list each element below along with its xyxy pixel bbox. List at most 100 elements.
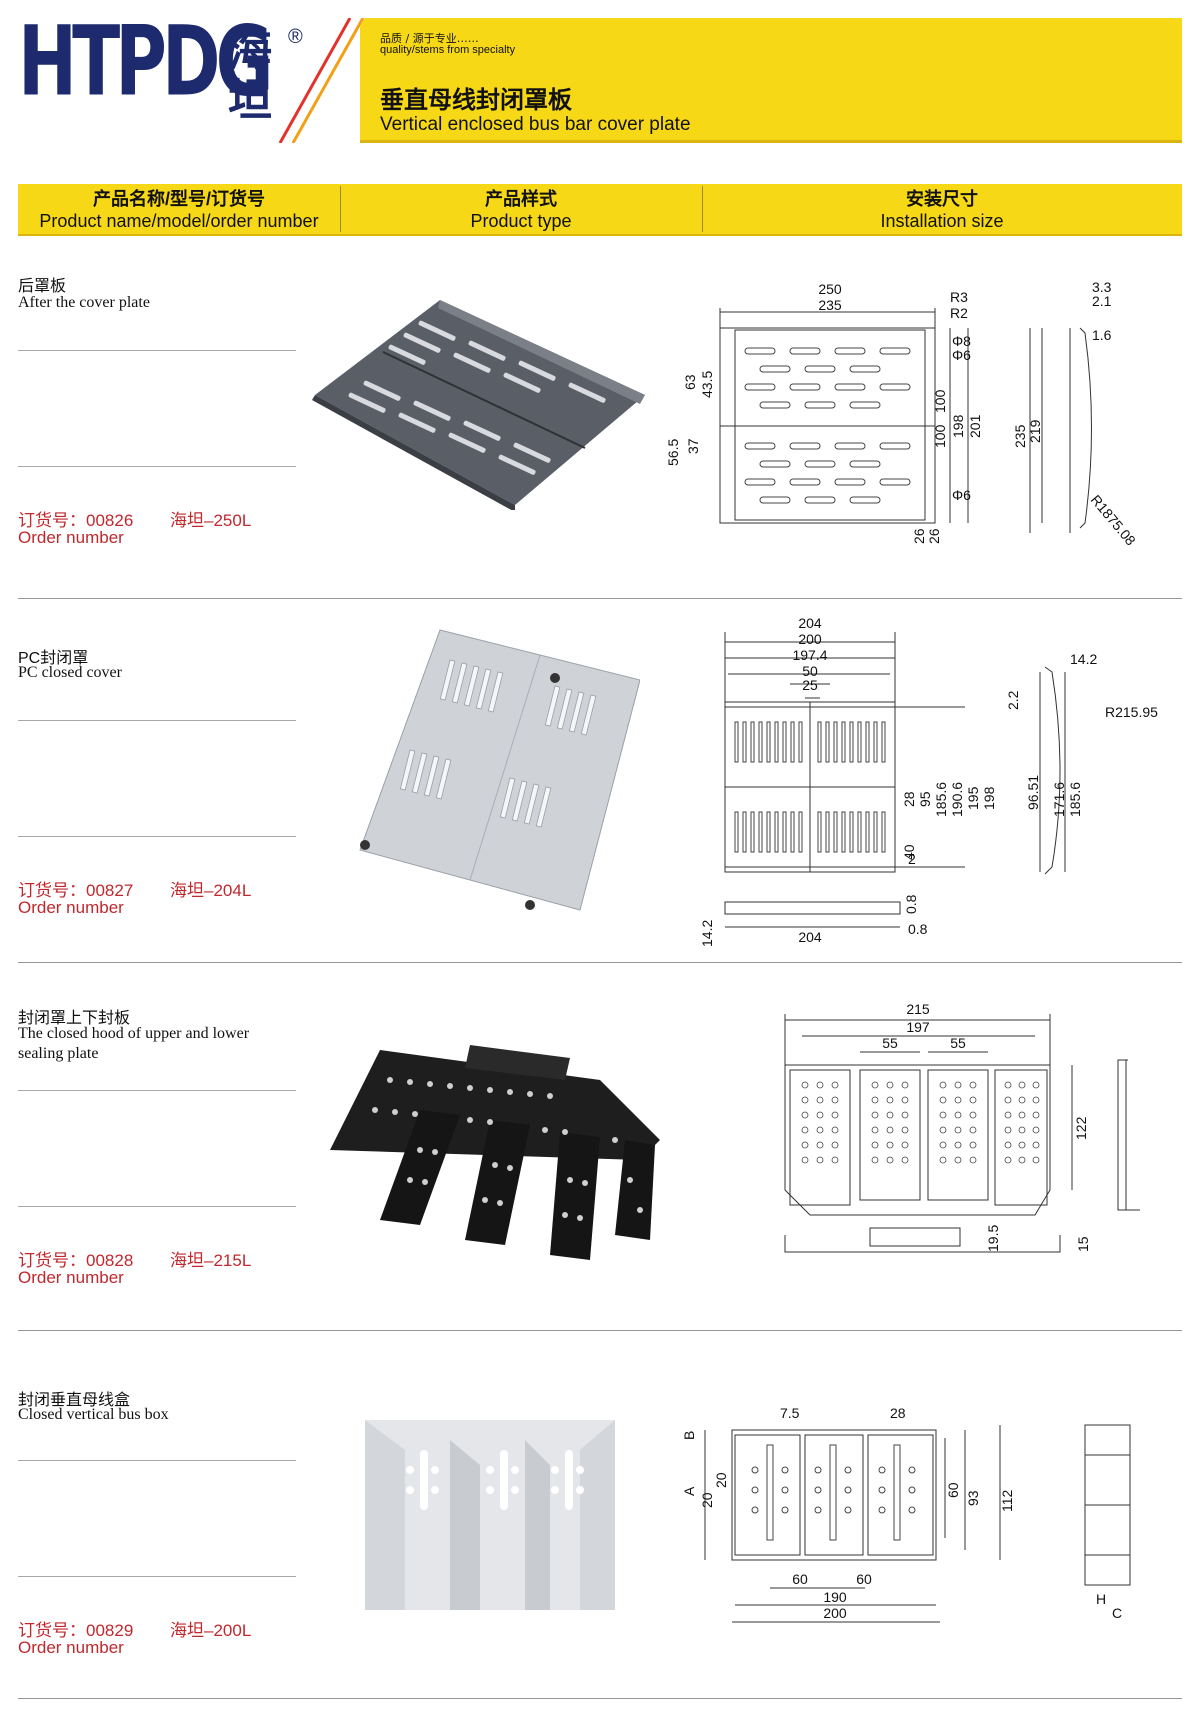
order-number-label: Order number — [18, 1638, 124, 1657]
dim-label: 43.5 — [699, 371, 715, 398]
dim-label: 204 — [798, 615, 822, 631]
dim-label: 122 — [1073, 1116, 1089, 1140]
model-number: 海坦–200L — [170, 1621, 252, 1640]
dim-label: 50 — [802, 663, 818, 679]
order-number-cn: 订货号：00829 — [18, 1621, 134, 1640]
dim-label: 185.6 — [1067, 782, 1083, 817]
dim-label: 95 — [917, 791, 933, 807]
dim-label: 15 — [1075, 1236, 1091, 1252]
dim-label: 198 — [950, 414, 966, 438]
drawing-pc-cover: 204 200 197.4 50 25 28 95 185.6 190.6 19… — [699, 615, 1158, 947]
order-number-cn: 订货号：00827 — [18, 881, 134, 900]
order-number-label: Order number — [18, 898, 124, 917]
dim-label: 0.8 — [903, 894, 919, 914]
dim-label: C — [1112, 1605, 1122, 1621]
dim-label: 195 — [965, 786, 981, 810]
dim-label: 26 — [926, 528, 942, 544]
dim-label: R1875.08 — [1088, 492, 1139, 549]
dim-label: 55 — [882, 1035, 898, 1051]
product-name-cn: 封闭垂直母线盒 — [18, 1392, 131, 1409]
dim-label: 60 — [856, 1571, 872, 1587]
drawing-sealing-plate: 215 197 55 55 122 19.5 15 — [784, 1001, 1140, 1253]
dim-label: 7.5 — [780, 1405, 800, 1421]
dim-label: 60 — [945, 1482, 961, 1498]
product-photo-pc-cover — [359, 629, 640, 911]
dim-label: 100 — [932, 389, 948, 413]
dim-label: 20 — [713, 1472, 729, 1488]
dim-label: 197 — [906, 1019, 930, 1035]
table-header: 产品名称/型号/订货号 Product name/model/order num… — [18, 184, 1182, 236]
dim-label: 171.6 — [1051, 782, 1067, 817]
dim-label: A — [681, 1486, 697, 1496]
dim-label: 60 — [792, 1571, 808, 1587]
page-title-cn: 垂直母线封闭罩板 — [380, 87, 572, 114]
product-name-cn: PC封闭罩 — [18, 650, 89, 667]
page-title-en: Vertical enclosed bus bar cover plate — [380, 114, 691, 135]
dim-label: 20 — [699, 1492, 715, 1508]
product-photo-bus-box — [365, 1420, 615, 1610]
dim-label: 28 — [890, 1405, 906, 1421]
slogan-cn: 品质 / 源于专业…… — [380, 32, 479, 45]
model-number: 海坦–250L — [170, 511, 252, 530]
col-header-name: 产品名称/型号/订货号 Product name/model/order num… — [39, 189, 319, 231]
dim-label: 2.1 — [1092, 293, 1112, 309]
dim-label: 215 — [906, 1001, 930, 1017]
product-name-en: After the cover plate — [18, 294, 150, 311]
drawing-cover-plate: 250 235 R3 R2 Φ8 Φ6 63 43.5 56.5 37 100 … — [665, 279, 1139, 549]
dim-label: 201 — [967, 414, 983, 438]
product-name-cn: 后罩板 — [18, 278, 67, 295]
dim-label: R215.95 — [1105, 704, 1158, 720]
product-photo-cover-plate — [312, 300, 645, 510]
dim-label: Φ8 — [952, 333, 971, 349]
dim-label: 200 — [798, 631, 822, 647]
dim-label: 14.2 — [1070, 651, 1097, 667]
product-name-en: PC closed cover — [18, 664, 122, 681]
dim-label: 56.5 — [665, 439, 681, 466]
dim-label: 2 — [908, 851, 916, 867]
dim-label: 250 — [818, 281, 842, 297]
dim-label: R2 — [950, 305, 968, 321]
col-header-size: 安装尺寸 Installation size — [880, 189, 1004, 231]
order-number-label: Order number — [18, 528, 124, 547]
product-name-cn: 封闭罩上下封板 — [18, 1010, 131, 1027]
dim-label: 19.5 — [985, 1225, 1001, 1252]
registered-mark: ® — [288, 26, 303, 48]
dim-label: 235 — [818, 297, 842, 313]
product-name-en: Closed vertical bus box — [18, 1406, 169, 1423]
product-photo-sealing-plate — [330, 1045, 660, 1260]
dim-label: 63 — [682, 374, 698, 390]
dim-label: 96.51 — [1025, 775, 1041, 810]
dim-label: 28 — [901, 791, 917, 807]
dim-label: 3.3 — [1092, 279, 1112, 295]
dim-label: 219 — [1027, 419, 1043, 443]
dim-label: 2.2 — [1005, 690, 1021, 710]
order-number-cn: 订货号：00826 — [18, 511, 134, 530]
dim-label: 1.6 — [1092, 327, 1112, 343]
col-header-type: 产品样式 Product type — [470, 189, 572, 231]
dim-label: H — [1096, 1591, 1106, 1607]
slogan-en: quality/stems from specialty — [380, 44, 516, 56]
dim-label: 185.6 — [933, 782, 949, 817]
dim-label: 190 — [823, 1589, 847, 1605]
drawing-bus-box: 7.5 28 B A 20 20 60 93 112 60 60 190 200… — [681, 1405, 1131, 1623]
dim-label: 190.6 — [949, 782, 965, 817]
dim-label: 197.4 — [792, 647, 827, 663]
model-number: 海坦–204L — [170, 881, 252, 900]
dim-label: 14.2 — [699, 920, 715, 947]
dim-label: 26 — [911, 528, 927, 544]
product-name-en: The closed hood of upper and lower seali… — [18, 1025, 250, 1062]
dim-label: 37 — [685, 438, 701, 454]
dim-label: 200 — [823, 1605, 847, 1621]
brand-logo-cn: 海坦 — [228, 25, 272, 126]
dim-label: Φ6 — [952, 347, 971, 363]
model-number: 海坦–215L — [170, 1251, 252, 1270]
dim-label: 55 — [950, 1035, 966, 1051]
dim-label: 112 — [999, 1489, 1015, 1512]
dim-label: 0.8 — [908, 921, 928, 937]
dim-label: 100 — [932, 424, 948, 448]
dim-label: 204 — [798, 929, 822, 945]
order-number-cn: 订货号：00828 — [18, 1251, 134, 1270]
brand-logo: HTPDG — [18, 6, 274, 119]
dim-label: 25 — [802, 677, 818, 693]
dim-label: B — [681, 1431, 697, 1440]
